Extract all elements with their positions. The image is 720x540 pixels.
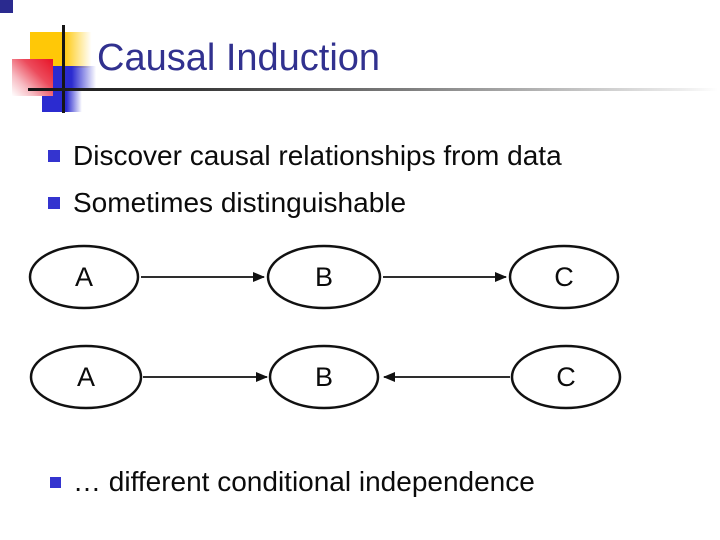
node-c-row2 xyxy=(510,344,622,410)
node-c-row2-label: C xyxy=(556,362,576,392)
graph-row-chain: A B C xyxy=(28,244,620,310)
node-a-row2-label: A xyxy=(77,362,95,392)
node-b-row1 xyxy=(266,244,382,310)
bullet-item: Discover causal relationships from data xyxy=(48,140,562,172)
node-c-row1 xyxy=(508,244,620,310)
node-a-row1 xyxy=(28,244,140,310)
node-b-row2 xyxy=(268,344,380,410)
node-b-row2-label: B xyxy=(315,362,333,392)
slide-title: Causal Induction xyxy=(97,37,381,79)
node-b-row1-label: B xyxy=(315,262,333,292)
bullet-item: … different conditional independence xyxy=(50,466,535,498)
bullet-text: Sometimes distinguishable xyxy=(73,187,407,218)
node-a-row2 xyxy=(29,344,143,410)
bullet-item: Sometimes distinguishable xyxy=(48,187,406,219)
logo-blue-square-upper xyxy=(42,66,99,89)
bullet-text: … different conditional independence xyxy=(73,466,535,497)
bullet-square-icon xyxy=(48,150,60,163)
node-a-row1-label: A xyxy=(75,262,93,292)
corner-navy-square xyxy=(0,0,13,13)
bullet-square-icon xyxy=(48,197,60,210)
graph-row-collider: A B C xyxy=(29,344,622,410)
crosshair-vertical-line xyxy=(62,25,65,113)
bullet-text: Discover causal relationships from data xyxy=(73,140,562,171)
bullet-square-icon xyxy=(50,476,61,488)
node-c-row1-label: C xyxy=(554,262,574,292)
title-underline-rule xyxy=(28,88,718,91)
